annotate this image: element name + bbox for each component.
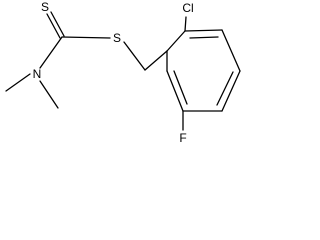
atom-label-cl: Cl [182,1,193,15]
ring-bond-1 [166,30,186,52]
ring-bond-4 [221,70,241,112]
bond-n-methyl-right [39,80,59,109]
ring-inner-bond-right [216,71,234,106]
bond-cs-double-b [50,11,65,37]
bond-c-s [61,36,111,39]
bond-s-ch2 [123,41,146,71]
atom-label-n: N [33,67,42,81]
bond-cs-double-a [46,13,61,39]
bond-n-methyl-left [5,73,31,92]
bond-ring-cl [184,16,187,32]
ring-bond-6 [166,70,184,112]
atom-label-f: F [179,131,186,145]
structure-canvas: S S N Cl F [0,0,246,155]
bond-c-n [39,36,63,69]
bond-ch2-ring [144,50,168,71]
atom-label-thione-s: S [41,0,49,14]
atom-label-thioether-s: S [113,31,121,45]
ring-bond-2 [184,29,223,32]
ring-bond-3 [221,29,241,72]
ring-inner-bond-left [173,70,188,105]
ring-inner-bond-top [189,36,219,39]
molecule-diagram: S S N Cl F [5,0,241,145]
